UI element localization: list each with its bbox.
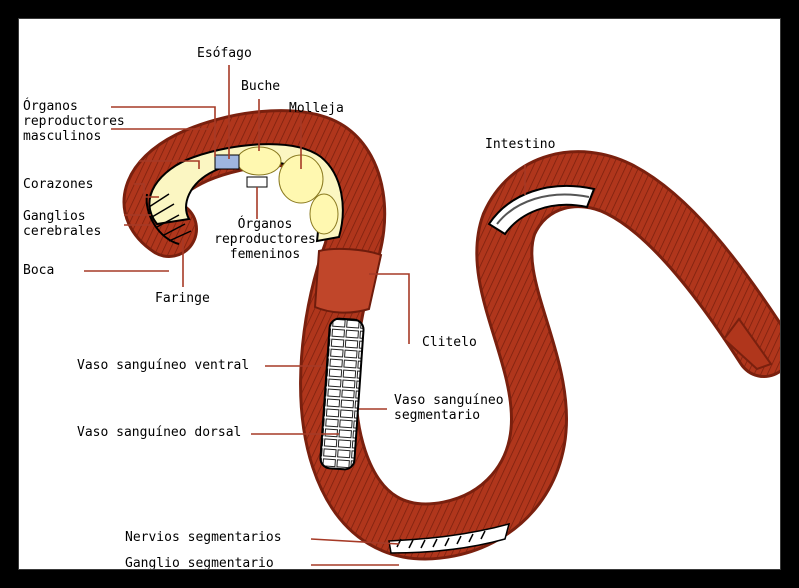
label-nervios-segmentarios: Nervios segmentarios [125, 530, 282, 545]
label-molleja: Molleja [289, 101, 344, 116]
label-vaso-dorsal: Vaso sanguíneo dorsal [77, 425, 241, 440]
label-esofago: Esófago [197, 46, 252, 61]
label-buche: Buche [241, 79, 280, 94]
label-vaso-segmentario-1: Vaso sanguíneo [394, 393, 504, 408]
label-ganglio-segmentario: Ganglio segmentario [125, 556, 274, 570]
label-organos-femeninos-3: femeninos [205, 247, 325, 262]
label-organos-femeninos-2: reproductores [205, 232, 325, 247]
label-organos-masculinos-1: Órganos [23, 99, 78, 114]
label-faringe: Faringe [155, 291, 210, 306]
crop-shape [237, 147, 281, 175]
label-intestino: Intestino [485, 137, 555, 152]
diagram-canvas: Esófago Buche Molleja Órganos reproducto… [18, 18, 781, 570]
male-organs-shape [215, 155, 239, 169]
earthworm-illustration [19, 19, 781, 570]
label-corazones: Corazones [23, 177, 93, 192]
label-boca: Boca [23, 263, 54, 278]
label-vaso-ventral: Vaso sanguíneo ventral [77, 358, 249, 373]
label-organos-masculinos-2: reproductores [23, 114, 125, 129]
label-organos-masculinos-3: masculinos [23, 129, 101, 144]
female-organs-shape [247, 177, 267, 187]
label-ganglios-2: cerebrales [23, 224, 101, 239]
label-vaso-segmentario-2: segmentario [394, 408, 480, 423]
label-ganglios-1: Ganglios [23, 209, 86, 224]
label-organos-femeninos-1: Órganos [205, 217, 325, 232]
label-clitelo: Clitelo [422, 335, 477, 350]
